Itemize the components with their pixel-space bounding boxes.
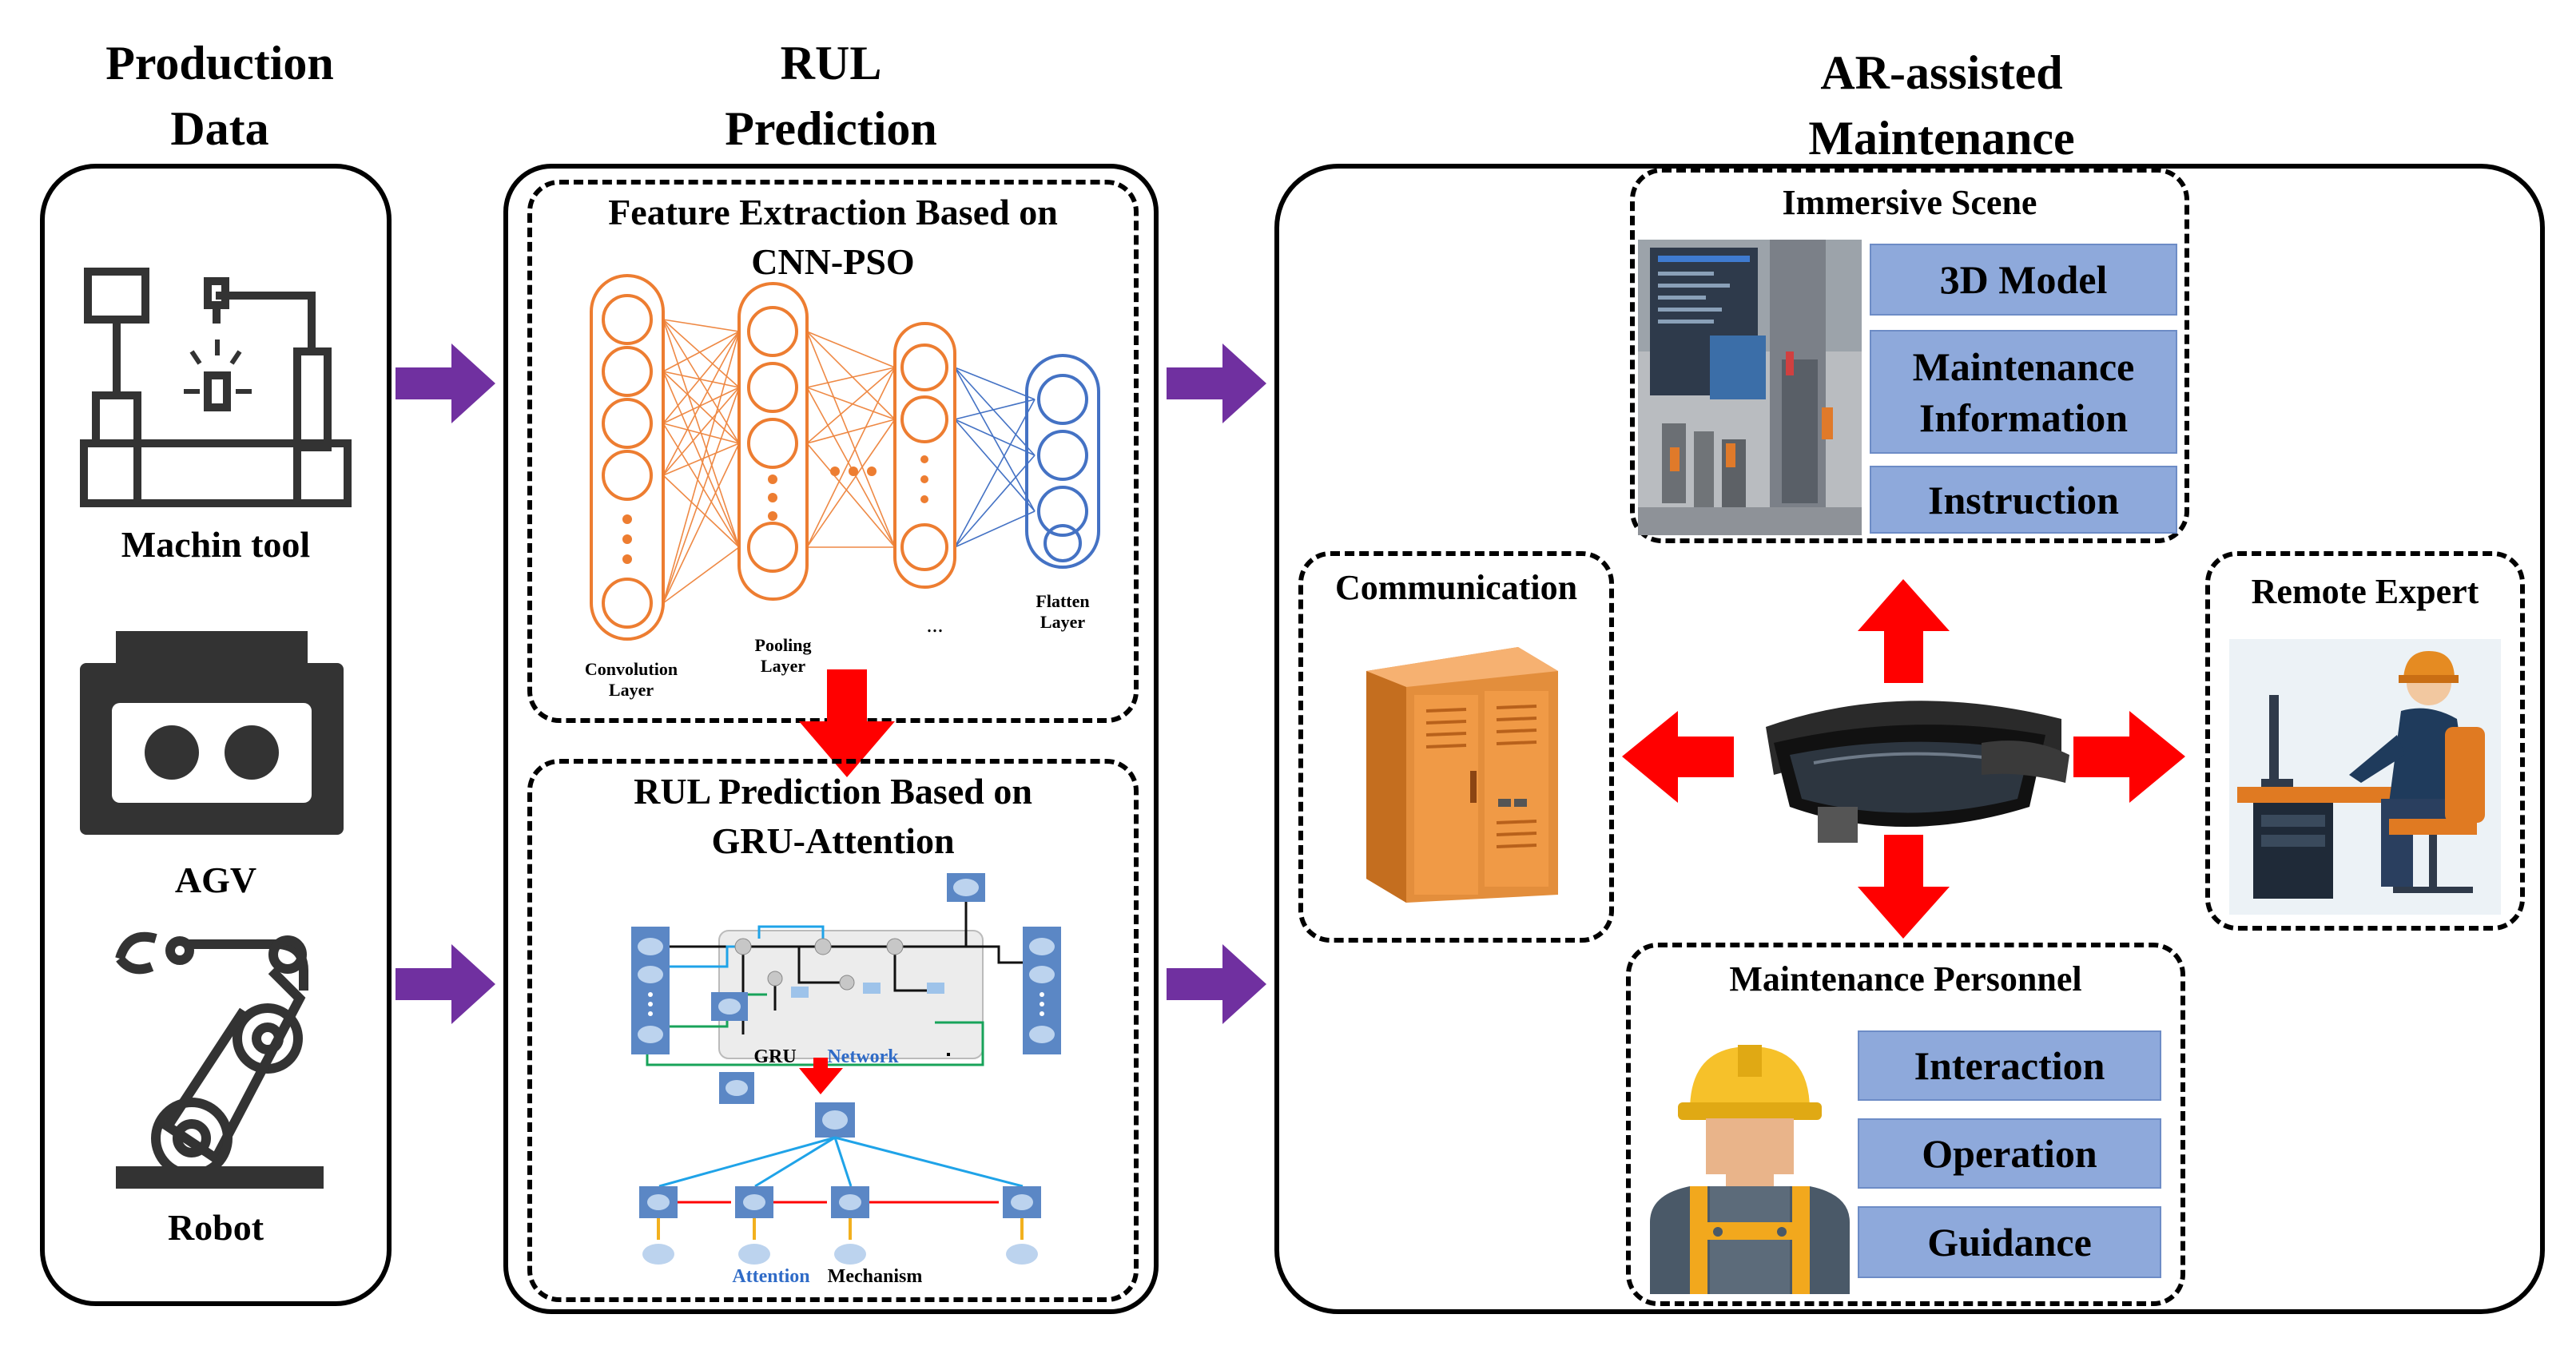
gru-network-diagram: [631, 873, 1061, 1066]
ar-headset-icon: [1766, 701, 2069, 843]
machine-tool-icon: [80, 268, 352, 507]
immersive-scene-box: [1630, 168, 2189, 543]
purple-arrow-icon: [396, 944, 495, 1024]
purple-arrow-icon: [1167, 343, 1266, 423]
red-arrow-icon: [1858, 579, 1950, 683]
machine-tool-label: Machin tool: [121, 524, 311, 565]
attention-mechanism-diagram: [639, 992, 1041, 1265]
feature-extraction-title: Feature Extraction Based on CNN-PSO: [608, 192, 1058, 282]
operation-box: Operation: [1858, 1118, 2161, 1189]
rul-prediction-panel: [503, 164, 1159, 1314]
rul-prediction-title: RUL Prediction: [725, 37, 937, 155]
agv-icon: [80, 631, 344, 835]
maintenance-information-box: Maintenance Information: [1870, 330, 2177, 454]
remote-expert-box: [2205, 551, 2525, 931]
server-icon: [1366, 647, 1558, 903]
flatten-layer-label: Flatten Layer: [1036, 591, 1090, 632]
gru-network-label: Network: [827, 1046, 899, 1067]
agv-label: AGV: [174, 860, 257, 900]
immersive-scene-title: Immersive Scene: [1782, 183, 2037, 222]
ar-maintenance-panel: [1274, 164, 2545, 1314]
purple-arrow-icon: [1167, 944, 1266, 1024]
robot-arm-icon: [115, 931, 324, 1189]
gru-label: GRU: [753, 1046, 797, 1067]
remote-expert-title: Remote Expert: [2251, 572, 2479, 611]
communication-box: [1298, 551, 1614, 943]
red-arrow-icon: [1858, 835, 1950, 939]
rul-prediction-box-title: RUL Prediction Based on GRU-Attention: [634, 771, 1032, 861]
factory-scene-screenshot: [1638, 240, 1862, 535]
communication-title: Communication: [1334, 568, 1578, 607]
3d-model-box: 3D Model: [1870, 244, 2177, 316]
guidance-box: Guidance: [1858, 1206, 2161, 1278]
robot-label: Robot: [167, 1207, 264, 1248]
maintenance-worker-icon: [1650, 1045, 1850, 1294]
production-data-title: Production Data: [105, 37, 334, 155]
attention-label: Attention: [732, 1266, 810, 1287]
cnn-network-diagram: [590, 274, 1100, 641]
layer-ellipsis: ...: [926, 613, 944, 637]
instruction-box: Instruction: [1870, 466, 2177, 534]
convolution-layer-label: Convolution Layer: [584, 659, 678, 700]
purple-arrow-icon: [396, 343, 495, 423]
mechanism-label: Mechanism: [827, 1266, 923, 1287]
remote-expert-icon: [2229, 639, 2501, 915]
maintenance-personnel-title: Maintenance Personnel: [1729, 959, 2082, 999]
red-arrow-icon: [2073, 711, 2185, 803]
pooling-layer-label: Pooling Layer: [754, 635, 812, 676]
red-arrow-icon: [799, 669, 895, 777]
ar-maintenance-title: AR-assisted Maintenance: [1808, 46, 2075, 165]
production-data-panel: [40, 164, 392, 1306]
maintenance-personnel-box: [1626, 943, 2185, 1306]
interaction-box: Interaction: [1858, 1030, 2161, 1101]
rul-prediction-box: [527, 759, 1139, 1302]
red-arrow-icon: [1622, 711, 1734, 803]
